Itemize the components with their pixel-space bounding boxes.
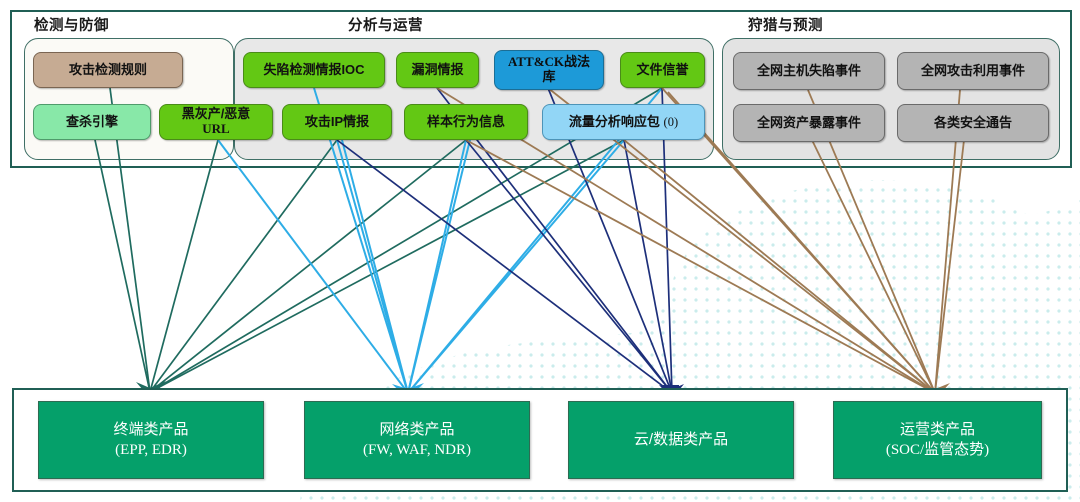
node-label: 全网主机失陷事件: [756, 62, 861, 78]
node-global-host-compromise-events[interactable]: 全网主机失陷事件: [733, 52, 885, 90]
node-label: 各类安全通告: [933, 114, 1012, 130]
node-label: 全网攻击利用事件: [920, 62, 1025, 78]
node-global-asset-exposure-events[interactable]: 全网资产暴露事件: [733, 104, 885, 142]
node-label-wrap: ATT&CK战法 库: [508, 55, 590, 84]
node-label: 黑灰产/恶意: [181, 106, 251, 122]
node-label: 失陷检测情报IOC: [263, 61, 365, 77]
node-blackgray-malicious-url[interactable]: 黑灰产/恶意 URL: [159, 104, 273, 140]
group-caption-detect: 检测与防御: [34, 18, 109, 34]
node-vulnerability-intel[interactable]: 漏洞情报: [396, 52, 479, 88]
node-traffic-analysis-response-pack[interactable]: 流量分析响应包 (0): [542, 104, 705, 140]
node-label: 攻击IP情报: [304, 113, 370, 129]
product-network[interactable]: 网络类产品 (FW, WAF, NDR): [304, 401, 530, 479]
node-compromise-ioc[interactable]: 失陷检测情报IOC: [243, 52, 385, 88]
node-label: 全网资产暴露事件: [756, 114, 861, 130]
node-file-reputation[interactable]: 文件信誉: [620, 52, 705, 88]
product-endpoint[interactable]: 终端类产品 (EPP, EDR): [38, 401, 264, 479]
node-label: 攻击检测规则: [68, 61, 147, 77]
node-label: 查杀引擎: [65, 113, 118, 129]
node-label: 漏洞情报: [411, 61, 464, 77]
product-cloud-data[interactable]: 云/数据类产品: [568, 401, 794, 479]
product-subtitle: (EPP, EDR): [115, 442, 187, 458]
group-caption-analyze: 分析与运营: [348, 18, 423, 34]
product-title: 网络类产品: [379, 420, 455, 438]
group-caption-hunt: 狩猎与预测: [748, 18, 823, 34]
node-label-2: URL: [202, 121, 230, 136]
product-subtitle: (FW, WAF, NDR): [363, 442, 471, 458]
node-label: ATT&CK战法: [507, 54, 591, 70]
node-label-count: (0): [663, 114, 679, 129]
product-subtitle: (SOC/监管态势): [885, 442, 990, 458]
node-antivirus-engine[interactable]: 查杀引擎: [33, 104, 151, 140]
node-global-attack-exploit-events[interactable]: 全网攻击利用事件: [897, 52, 1049, 90]
product-title: 终端类产品: [113, 420, 189, 438]
node-security-advisories[interactable]: 各类安全通告: [897, 104, 1049, 142]
node-attack-detection-rules[interactable]: 攻击检测规则: [33, 52, 183, 88]
node-label: 文件信誉: [636, 61, 689, 77]
node-sample-behavior-info[interactable]: 样本行为信息: [404, 104, 528, 140]
node-label-wrap: 黑灰产/恶意 URL: [182, 107, 251, 136]
node-label: 样本行为信息: [426, 113, 505, 129]
product-operations[interactable]: 运营类产品 (SOC/监管态势): [833, 401, 1042, 479]
node-attack-ip-intel[interactable]: 攻击IP情报: [282, 104, 392, 140]
node-attck-tactics-library[interactable]: ATT&CK战法 库: [494, 50, 604, 90]
node-label-wrap: 流量分析响应包 (0): [568, 113, 679, 130]
product-title: 运营类产品: [899, 420, 975, 438]
node-label: 流量分析响应包: [568, 113, 660, 129]
node-label-2: 库: [542, 69, 556, 84]
product-title: 云/数据类产品: [633, 430, 729, 448]
